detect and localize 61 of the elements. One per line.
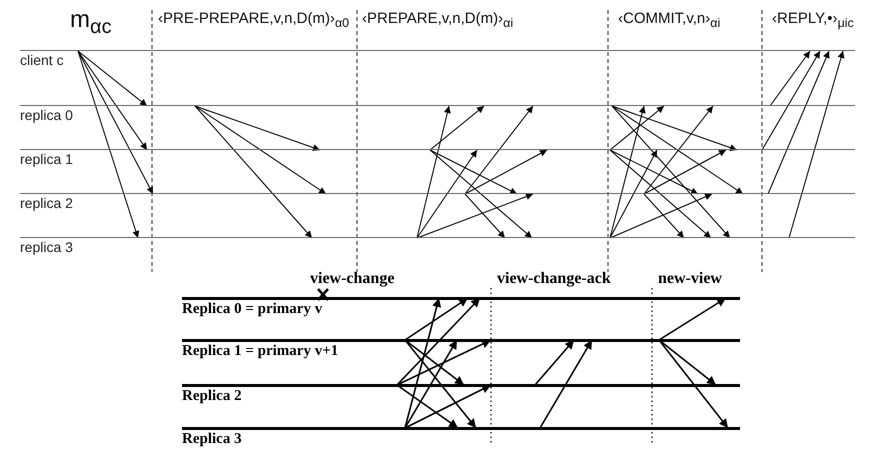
message-arrow xyxy=(404,340,477,428)
message-arrow xyxy=(658,340,729,428)
phase-heading: ‹PREPARE,v,n,D(m)›$_{αi}$ xyxy=(362,10,514,30)
message-arrow xyxy=(464,194,506,238)
message-arrow xyxy=(404,340,458,428)
message-arrow xyxy=(404,298,442,428)
message-arrow xyxy=(610,106,664,150)
phase-heading: ‹COMMIT,v,n›$_{αi}$ xyxy=(618,10,720,30)
phase-heading: view-change-ack xyxy=(497,270,611,288)
timeline-label: Replica 0 = primary v xyxy=(182,300,322,318)
timeline-label: Replica 2 xyxy=(182,388,242,404)
message-arrow xyxy=(396,339,492,386)
message-arrow xyxy=(396,297,481,386)
timeline-label: Replica 3 xyxy=(182,430,242,448)
timeline-label: replica 3 xyxy=(20,239,73,256)
message-arrow xyxy=(194,106,326,194)
message-arrow xyxy=(416,193,534,238)
message-arrow xyxy=(430,106,484,150)
message-arrow xyxy=(612,106,744,194)
message-arrow xyxy=(416,106,451,238)
message-arrow xyxy=(416,150,478,238)
message-arrow xyxy=(78,50,148,150)
message-arrow xyxy=(612,106,730,238)
message-arrow xyxy=(534,339,575,386)
message-arrow xyxy=(644,106,714,194)
message-arrow xyxy=(396,384,458,429)
message-arrow xyxy=(194,106,312,238)
message-arrow xyxy=(430,150,518,194)
message-arrow xyxy=(194,106,320,151)
message-arrow xyxy=(78,50,148,106)
phase-heading: new-view xyxy=(658,270,722,288)
message-arrow xyxy=(78,50,154,194)
message-arrow xyxy=(610,150,712,238)
message-arrow xyxy=(768,50,830,194)
message-arrow xyxy=(770,50,810,106)
message-arrow xyxy=(78,50,140,238)
timeline-label: client c xyxy=(20,52,64,68)
message-arrow xyxy=(788,50,844,238)
message-arrow xyxy=(539,340,593,428)
phase-heading: view-change xyxy=(310,270,394,288)
timeline-label: Replica 1 = primary v+1 xyxy=(182,342,338,360)
message-arrow xyxy=(658,297,726,341)
message-arrow xyxy=(430,150,532,238)
message-arrow xyxy=(610,150,658,238)
message-arrow xyxy=(610,106,646,238)
phase-heading: m$_{αc}$ xyxy=(70,6,112,39)
phase-heading: ‹REPLY,•›$_{μic}$ xyxy=(772,10,854,30)
message-arrow xyxy=(610,150,698,194)
message-arrow xyxy=(404,384,492,429)
message-arrow xyxy=(762,50,820,150)
message-arrow xyxy=(404,297,468,341)
message-arrow xyxy=(612,106,738,151)
message-arrow xyxy=(644,194,684,238)
timeline-label: replica 2 xyxy=(20,195,73,212)
timeline-label: replica 0 xyxy=(20,107,73,124)
timeline-label: replica 1 xyxy=(20,151,73,168)
message-arrow xyxy=(610,194,712,238)
message-arrow xyxy=(464,106,534,194)
message-arrow xyxy=(644,150,726,194)
phase-heading: ‹PRE-PREPARE,v,n,D(m)›$_{α0}$ xyxy=(158,10,350,30)
message-arrow xyxy=(464,150,548,194)
